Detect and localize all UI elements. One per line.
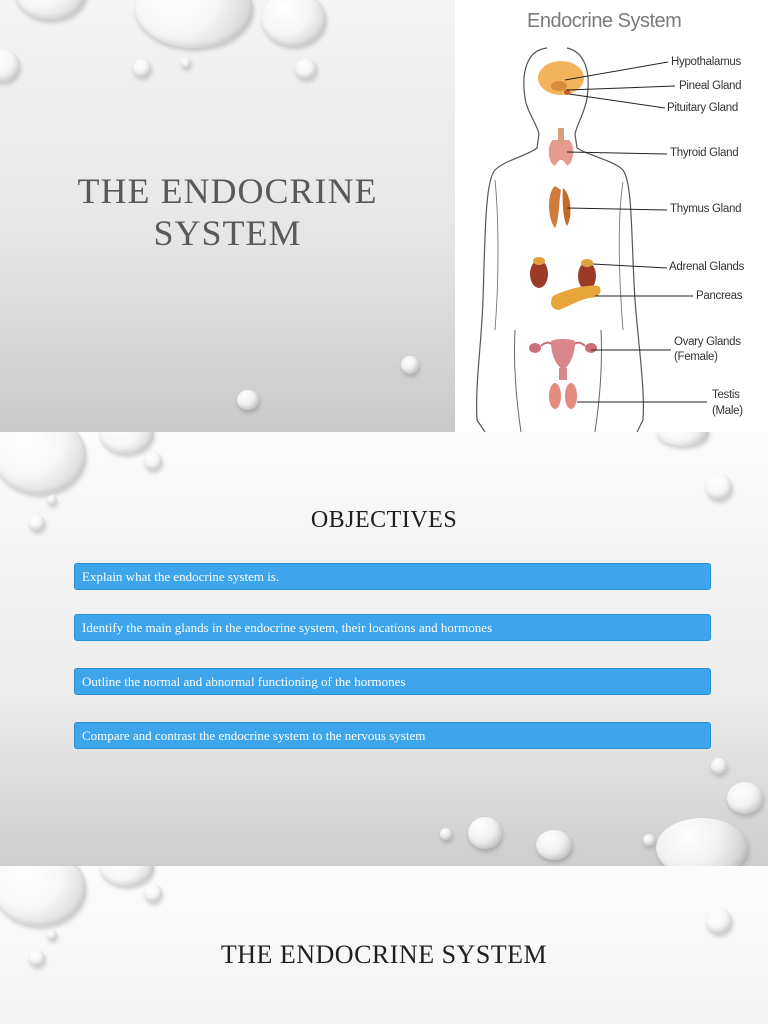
- label-pineal-gland: Pineal Gland: [679, 80, 742, 92]
- diagram-title: Endocrine System: [527, 10, 682, 32]
- objective-item[interactable]: Identify the main glands in the endocrin…: [74, 614, 711, 641]
- water-drop-decoration: [295, 59, 317, 79]
- water-drop-decoration: [440, 828, 452, 840]
- water-drop-decoration: [144, 884, 162, 902]
- label-testis: Testis: [712, 389, 740, 401]
- label-hypothalamus: Hypothalamus: [671, 56, 741, 68]
- water-drop-decoration: [144, 452, 162, 470]
- water-drop-decoration: [181, 58, 191, 68]
- water-drop-decoration: [468, 817, 502, 849]
- label-pancreas: Pancreas: [696, 290, 743, 302]
- water-drop-decoration: [711, 758, 727, 774]
- water-drop-decoration: [401, 356, 419, 374]
- label-thyroid-gland: Thyroid Gland: [670, 147, 739, 159]
- water-drop-decoration: [656, 818, 748, 866]
- objective-item[interactable]: Compare and contrast the endocrine syste…: [74, 722, 711, 749]
- water-drop-decoration: [100, 432, 154, 454]
- objectives-heading: OBJECTIVES: [310, 507, 458, 533]
- label-ovary-glands: Ovary Glands: [674, 336, 741, 348]
- water-drop-decoration: [643, 834, 655, 846]
- water-drop-decoration: [133, 59, 151, 77]
- slide-objectives[interactable]: OBJECTIVES Explain what the endocrine sy…: [0, 432, 768, 866]
- slide-title[interactable]: THE ENDOCRINE SYSTEM: [0, 0, 768, 432]
- slide-endocrine-system[interactable]: THE ENDOCRINE SYSTEM: [0, 866, 768, 1024]
- water-drop-decoration: [29, 515, 45, 531]
- body-outline-illustration: [476, 47, 707, 432]
- water-drop-decoration: [237, 390, 259, 410]
- water-drop-decoration: [706, 908, 732, 934]
- water-drop-decoration: [135, 0, 253, 48]
- water-drop-decoration: [706, 474, 732, 500]
- water-drop-decoration: [100, 866, 154, 886]
- water-drop-decoration: [0, 50, 20, 82]
- water-drop-decoration: [0, 432, 86, 494]
- label-pituitary-gland: Pituitary Gland: [667, 102, 738, 114]
- water-drop-decoration: [47, 930, 57, 940]
- label-adrenal-glands: Adrenal Glands: [669, 261, 745, 273]
- objective-item[interactable]: Outline the normal and abnormal function…: [74, 668, 711, 695]
- label-ovary-female-note: (Female): [674, 351, 718, 363]
- slide-title-heading: THE ENDOCRINE SYSTEM: [77, 171, 378, 253]
- section-heading: THE ENDOCRINE SYSTEM: [220, 940, 548, 969]
- water-drop-decoration: [29, 950, 45, 966]
- label-thymus-gland: Thymus Gland: [670, 203, 742, 215]
- water-drop-decoration: [727, 782, 763, 814]
- label-testis-male-note: (Male): [712, 405, 743, 417]
- objective-item[interactable]: Explain what the endocrine system is.: [74, 563, 711, 590]
- water-drop-decoration: [262, 0, 326, 46]
- water-drop-decoration: [15, 0, 87, 20]
- endocrine-diagram: Endocrine System Hypothalamus Pineal Gla…: [455, 0, 768, 432]
- water-drop-decoration: [657, 432, 709, 446]
- water-drop-decoration: [0, 866, 86, 926]
- water-drop-decoration: [536, 830, 572, 860]
- water-drop-decoration: [47, 495, 57, 505]
